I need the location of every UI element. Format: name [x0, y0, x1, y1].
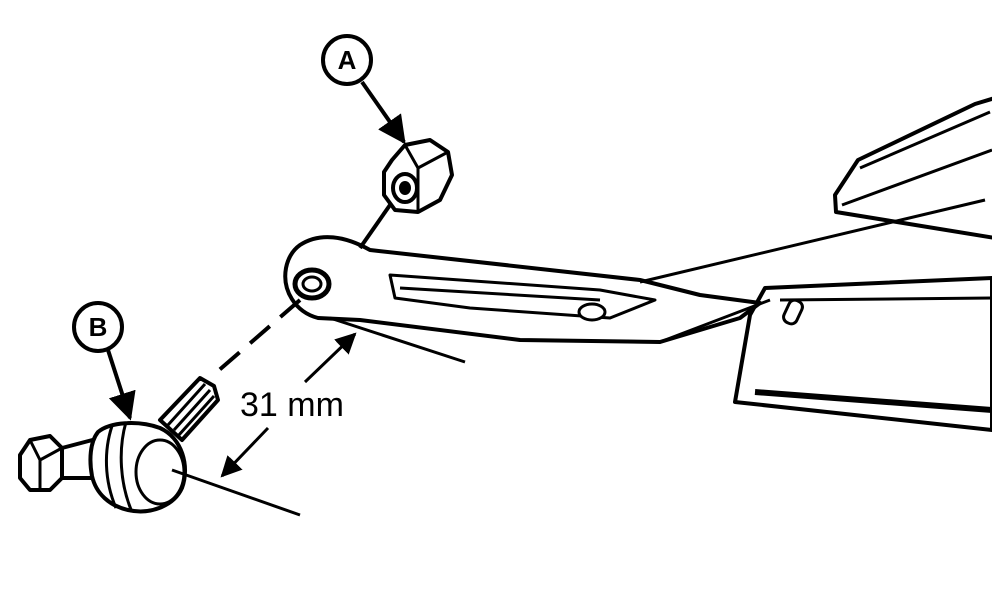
callout-b-leader — [106, 349, 136, 421]
assembly-guides — [208, 203, 392, 380]
extension-line-lower — [171, 468, 301, 517]
stud-dashed-line — [208, 298, 302, 380]
callout-b-letter: B — [89, 312, 108, 342]
threaded-stud — [158, 376, 220, 442]
frame-assembly — [733, 96, 992, 432]
frame-slot — [782, 298, 804, 326]
callout-a: A — [321, 34, 406, 145]
hex-nut-a — [382, 138, 454, 214]
arm-eye-hole — [292, 267, 332, 301]
callout-a-leader — [360, 80, 406, 145]
ball-face — [134, 438, 186, 506]
lever-arm — [283, 198, 986, 344]
upper-frame-bar — [833, 96, 992, 240]
callout-b: B — [72, 301, 136, 421]
dimension-arrow-upper — [303, 332, 357, 384]
dimension-arrow-lower — [220, 426, 270, 478]
dimension-lines — [171, 316, 466, 517]
nut-alignment-line — [358, 203, 392, 250]
dimension-label: 31 mm — [240, 386, 344, 424]
extension-line-upper — [329, 316, 466, 364]
ball-joint-b — [18, 376, 220, 514]
callout-a-letter: A — [338, 45, 357, 75]
